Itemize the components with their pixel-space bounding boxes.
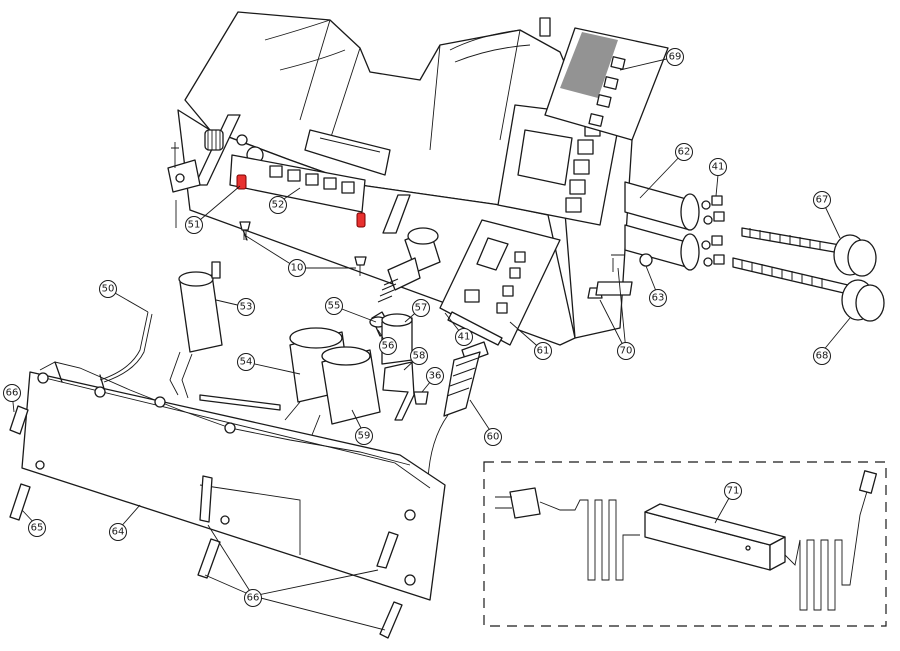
callout-51: 51	[188, 220, 201, 231]
callout-36: 36	[429, 371, 442, 382]
flange-assembly	[624, 181, 713, 271]
callout-52: 52	[272, 200, 285, 211]
motor	[169, 261, 223, 399]
callout-70: 70	[620, 346, 633, 357]
callout-50: 50	[102, 284, 115, 295]
red-clip	[236, 174, 247, 190]
power-adapter-box	[483, 461, 887, 627]
callout-63: 63	[652, 293, 665, 304]
callout-61: 61	[537, 346, 550, 357]
callout-66: 66	[6, 388, 19, 399]
connector	[427, 341, 489, 481]
callout-54: 54	[240, 357, 253, 368]
knob-bolt	[741, 227, 877, 277]
callout-41: 41	[458, 332, 471, 343]
callouts: 69 62 41 67 68 63 70 61 41 60 36 58 57 5…	[3, 48, 851, 631]
callout-62: 62	[678, 147, 691, 158]
control-board	[439, 219, 561, 346]
screw	[413, 391, 429, 405]
screw	[639, 253, 653, 267]
red-clip	[356, 212, 366, 228]
bracket	[381, 313, 415, 421]
callout-69: 69	[669, 52, 682, 63]
callout-53: 53	[240, 302, 253, 313]
knob-bolt	[732, 257, 885, 322]
callout-68: 68	[816, 351, 829, 362]
cable	[99, 311, 149, 381]
callout-66: 66	[247, 593, 260, 604]
callout-59: 59	[358, 431, 371, 442]
coupler	[377, 227, 441, 303]
callout-56: 56	[382, 341, 395, 352]
callout-60: 60	[487, 432, 500, 443]
control-decal	[544, 27, 669, 141]
screw	[354, 256, 367, 266]
callout-10: 10	[291, 263, 304, 274]
main-housing	[167, 11, 633, 346]
callout-67: 67	[816, 195, 829, 206]
screw	[9, 405, 403, 639]
callout-55: 55	[328, 301, 341, 312]
base-plate	[21, 361, 446, 601]
callout-64: 64	[112, 527, 125, 538]
callout-41: 41	[712, 162, 725, 173]
callout-57: 57	[415, 303, 428, 314]
nuts	[711, 195, 725, 265]
callout-58: 58	[413, 351, 426, 362]
callout-71: 71	[727, 486, 740, 497]
motor	[199, 327, 381, 441]
callout-65: 65	[31, 523, 44, 534]
